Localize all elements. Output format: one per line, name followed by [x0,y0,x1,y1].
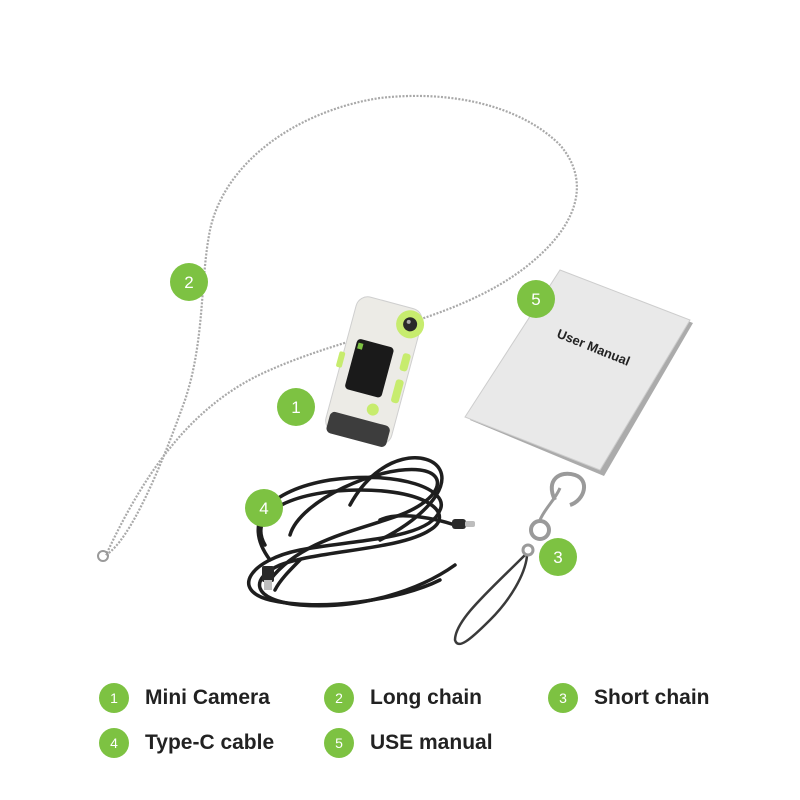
usb-a-connector [262,566,274,590]
legend-item-short-chain: 3 Short chain [548,683,710,713]
legend-badge: 2 [324,683,354,713]
badge-camera: 1 [277,388,315,426]
legend-label: Mini Camera [145,686,270,709]
legend-badge: 3 [548,683,578,713]
badge-manual: 5 [517,280,555,318]
badge-camera-number: 1 [291,398,300,417]
user-manual-booklet: User Manual [464,269,693,476]
type-c-cable-illustration [247,456,457,608]
legend-label: Long chain [370,686,482,709]
badge-short-chain-number: 3 [553,548,562,567]
legend-label: USE manual [370,731,493,754]
badge-long-chain: 2 [170,263,208,301]
legend-item-use-manual: 5 USE manual [324,728,493,758]
badge-long-chain-number: 2 [184,273,193,292]
badge-cable-number: 4 [259,499,268,518]
legend-badge: 5 [324,728,354,758]
type-c-connector [452,519,475,529]
mini-camera-illustration [325,296,425,447]
legend-badge: 1 [99,683,129,713]
legend-item-mini-camera: 1 Mini Camera [99,683,270,713]
long-chain-illustration [97,94,578,562]
legend-label: Type-C cable [145,731,275,754]
short-chain-illustration [453,471,586,646]
badge-cable: 4 [245,489,283,527]
legend-item-long-chain: 2 Long chain [324,683,482,713]
badge-short-chain: 3 [539,538,577,576]
legend-badge: 4 [99,728,129,758]
legend-item-type-c-cable: 4 Type-C cable [99,728,274,758]
badge-manual-number: 5 [531,290,540,309]
legend-label: Short chain [594,686,710,709]
